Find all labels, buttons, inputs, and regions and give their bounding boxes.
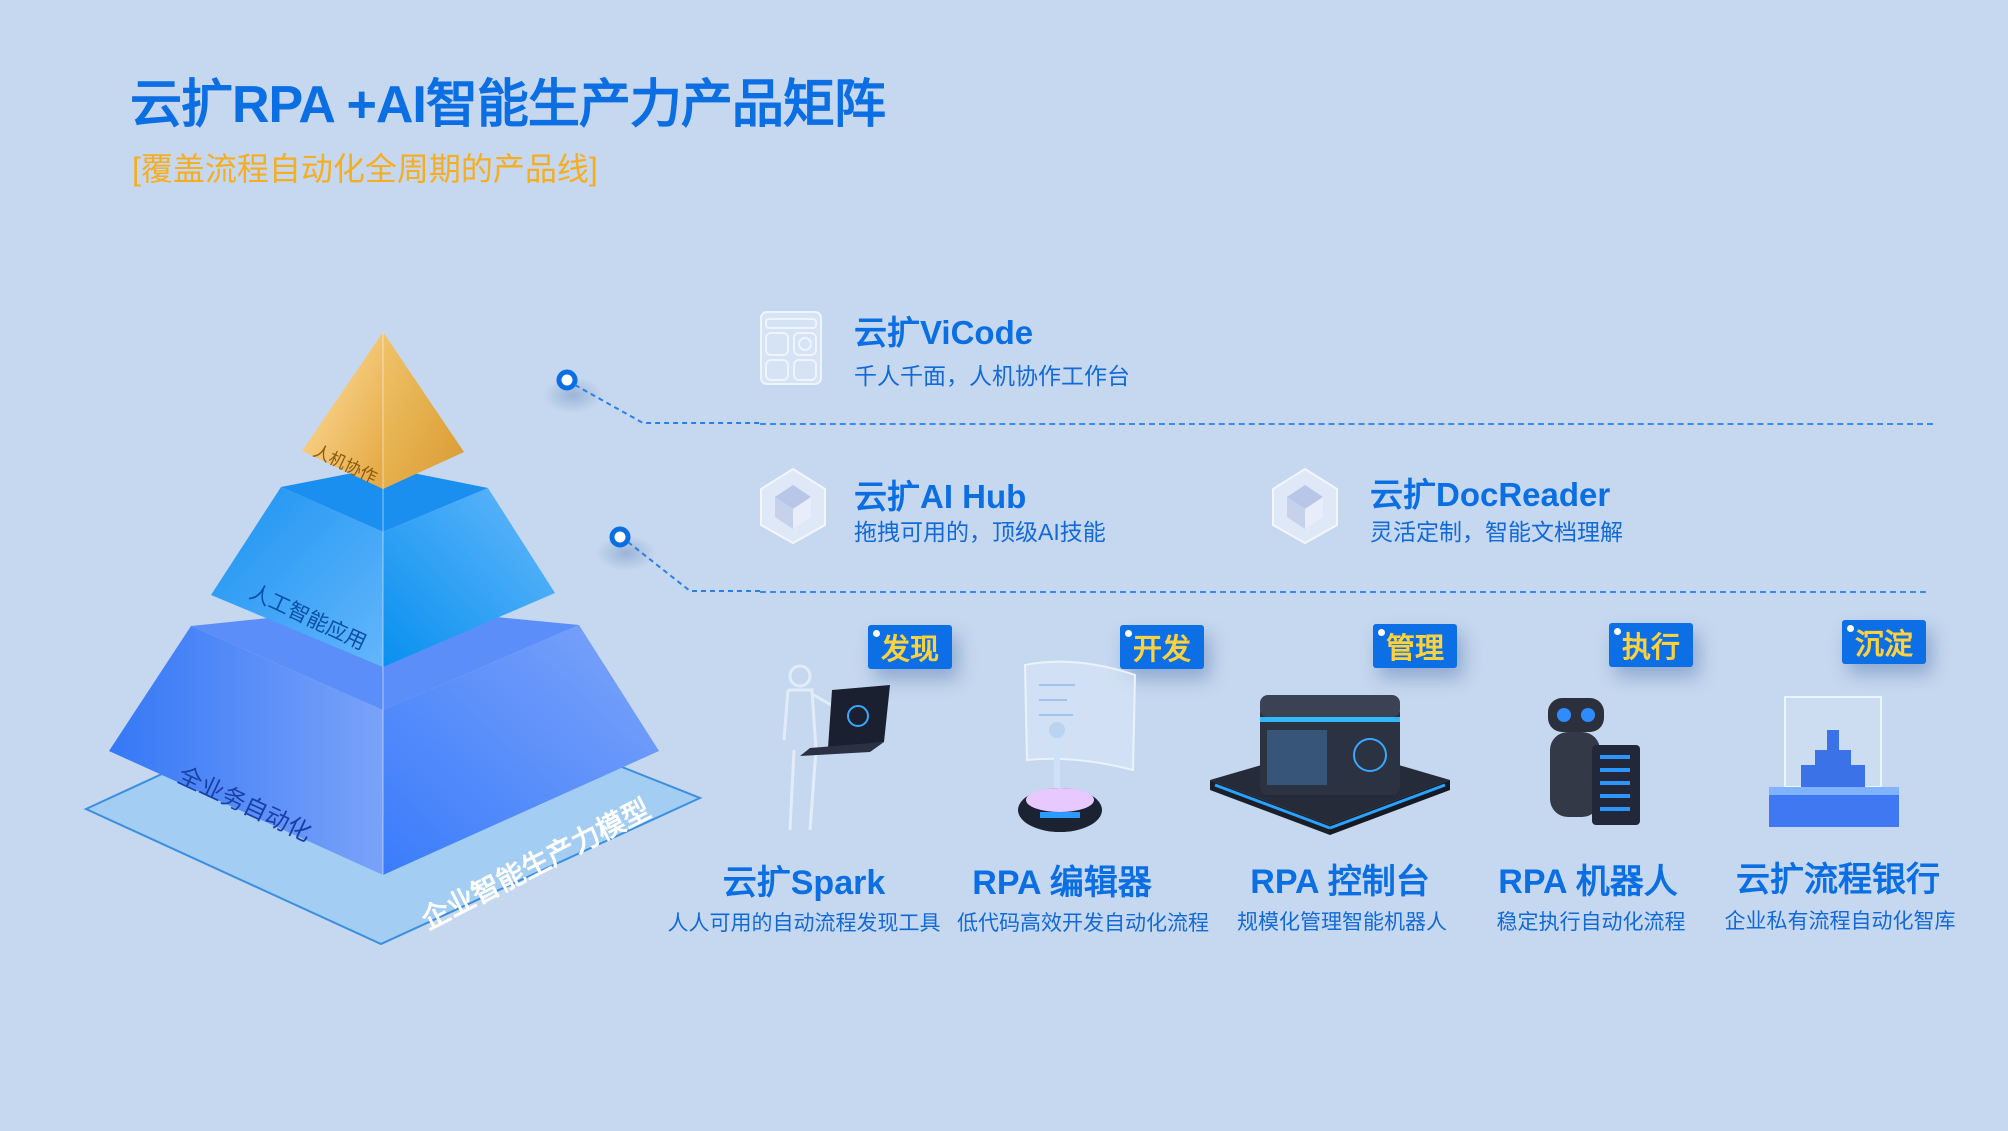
pyramid-tier-bottom — [109, 626, 383, 875]
tag-manage: 管理 — [1373, 624, 1457, 668]
editor-hologram-illustration — [1018, 660, 1137, 832]
dashboard-grid-icon — [760, 311, 822, 385]
product-name-process-bank: 云扩流程银行 — [1736, 861, 1940, 899]
tag-accumulate: 沉淀 — [1842, 620, 1926, 664]
product-title-vicode: 云扩ViCode — [854, 314, 1034, 351]
pyramid-tier-top — [302, 332, 383, 489]
cube-icon — [1272, 467, 1338, 545]
robot-illustration — [1548, 698, 1640, 825]
product-desc-console: 规模化管理智能机器人 — [1237, 911, 1447, 934]
console-server-illustration — [1210, 695, 1450, 835]
product-desc-vicode: 千人千面，人机协作工作台 — [854, 363, 1130, 389]
product-desc-aihub: 拖拽可用的，顶级AI技能 — [854, 519, 1106, 545]
divider-line-upper — [760, 423, 1933, 425]
product-name-editor: RPA 编辑器 — [972, 864, 1152, 902]
product-name-spark: 云扩Spark — [722, 864, 886, 902]
product-desc-process-bank: 企业私有流程自动化智库 — [1724, 910, 1956, 933]
product-name-robot: RPA 机器人 — [1498, 863, 1678, 901]
product-title-aihub: 云扩AI Hub — [854, 478, 1027, 515]
product-desc-docreader: 灵活定制，智能文档理解 — [1370, 519, 1623, 545]
cube-icon — [760, 467, 826, 545]
process-bank-illustration — [1769, 696, 1899, 827]
connector-dot-lower — [609, 526, 631, 548]
product-desc-robot: 稳定执行自动化流程 — [1496, 911, 1686, 934]
product-name-console: RPA 控制台 — [1250, 863, 1430, 901]
spark-person-laptop-illustration — [782, 664, 890, 831]
connector-dot-upper — [556, 369, 578, 391]
pyramid-tier-middle — [211, 487, 383, 667]
product-desc-editor: 低代码高效开发自动化流程 — [957, 912, 1209, 935]
product-title-docreader: 云扩DocReader — [1370, 476, 1611, 513]
product-desc-spark: 人人可用的自动流程发现工具 — [667, 912, 941, 935]
pyramid-diagram: 人机协作 人工智能应用 全业务自动化 企业智能生产力模型 — [83, 332, 760, 946]
tag-discover: 发现 — [868, 625, 952, 669]
page-subtitle: [覆盖流程自动化全周期的产品线] — [132, 151, 598, 187]
divider-line-lower — [760, 591, 1926, 593]
tag-develop: 开发 — [1120, 625, 1204, 669]
tag-execute: 执行 — [1609, 623, 1693, 667]
page-title: 云扩RPA +AI智能生产力产品矩阵 — [130, 76, 886, 134]
